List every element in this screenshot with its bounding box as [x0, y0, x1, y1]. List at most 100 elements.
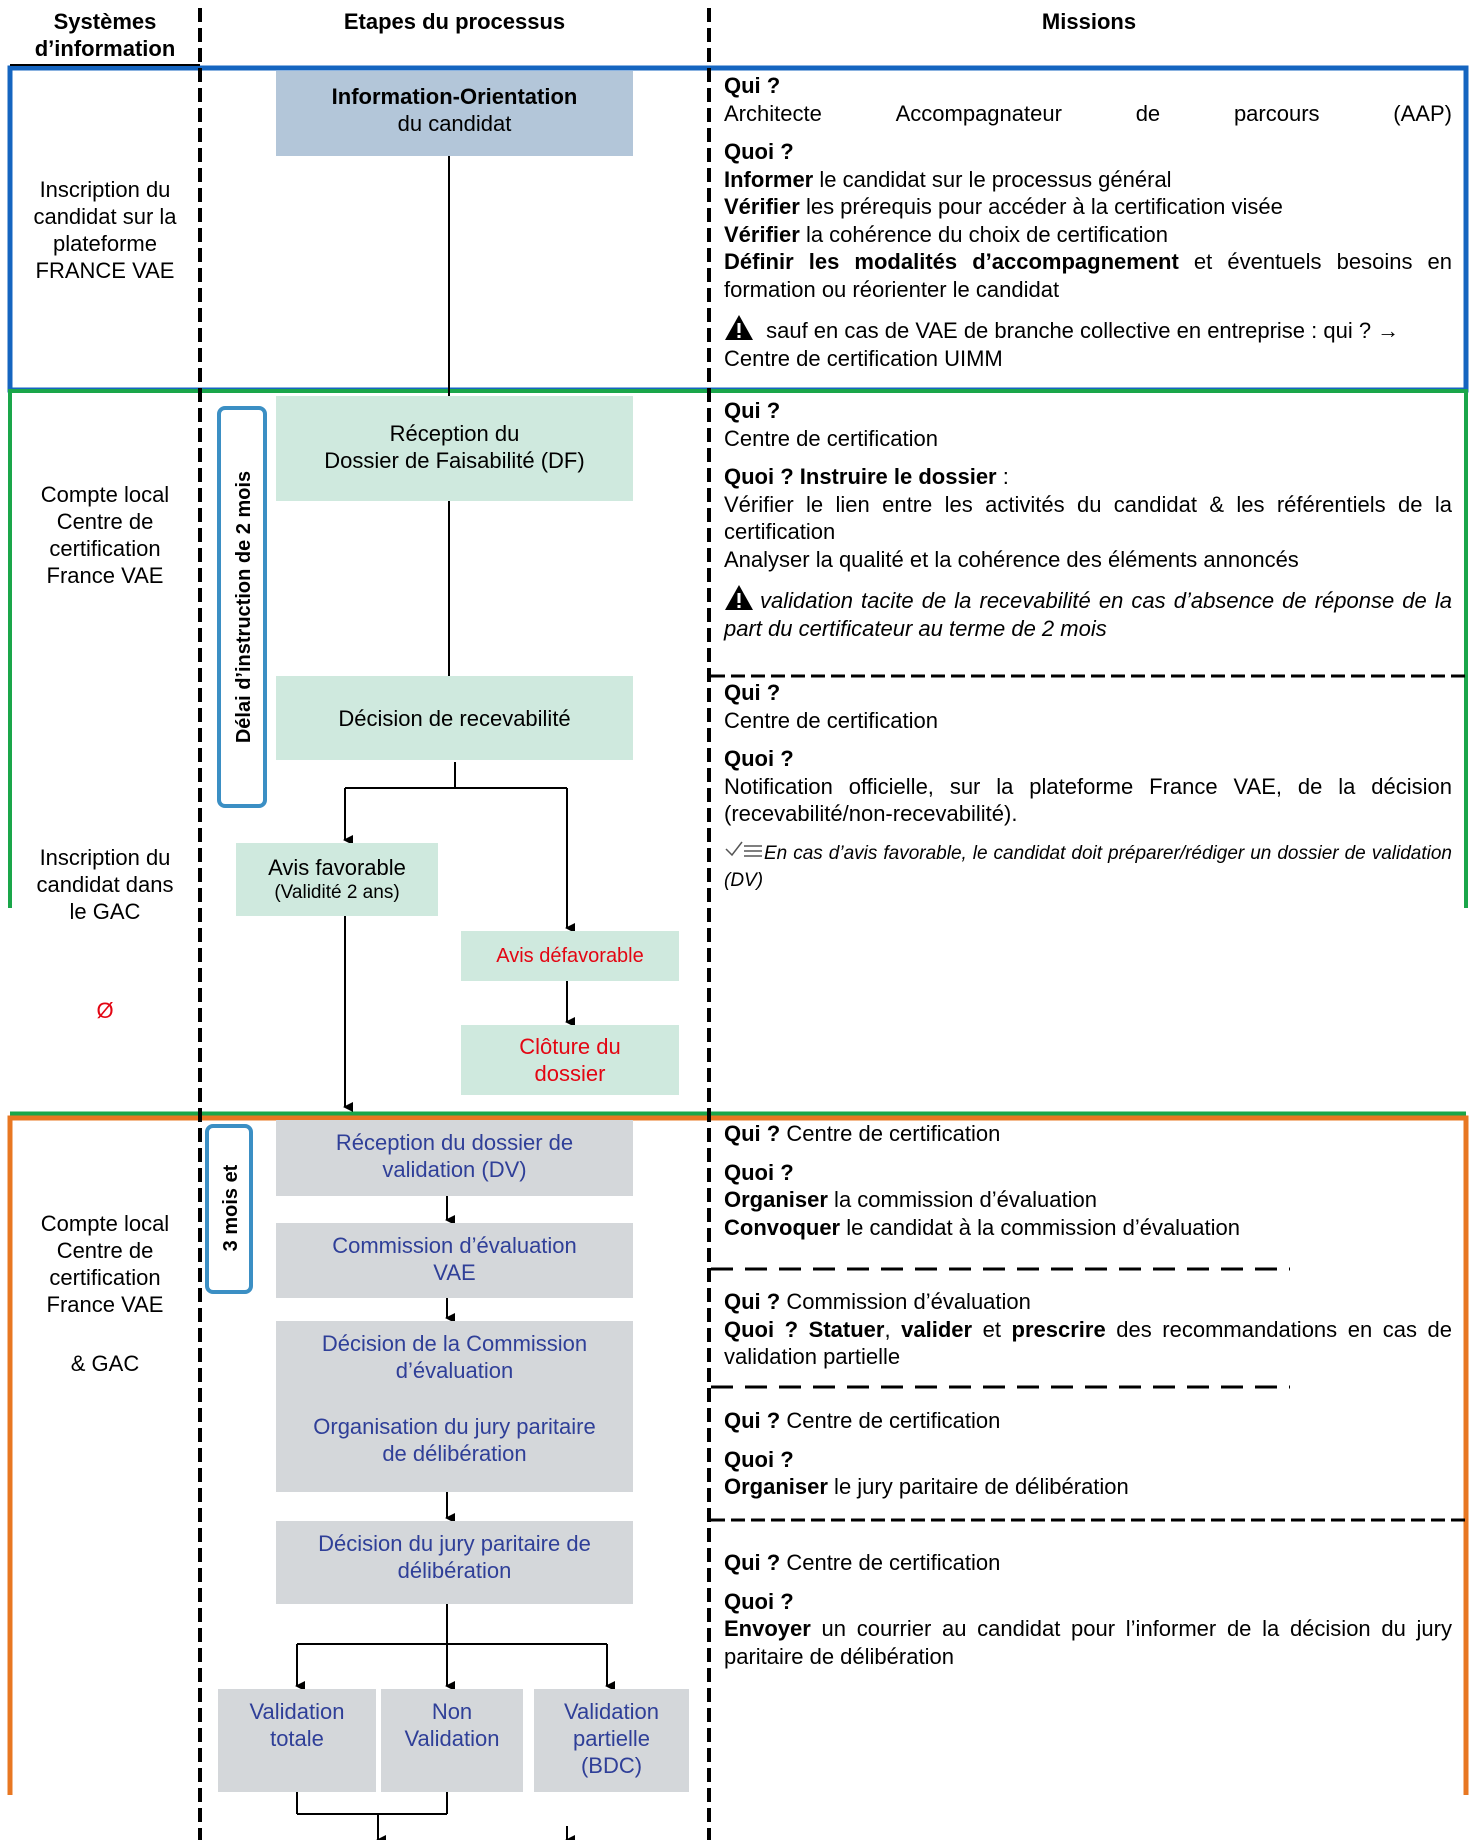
mission-line: Vérifier la cohérence du choix de certif…: [724, 221, 1452, 249]
mission-text: la commission d’évaluation: [827, 1187, 1097, 1212]
step-validation-partielle: Validation partielle (BDC): [534, 1689, 689, 1792]
mission-verb: Informer: [724, 166, 814, 192]
mission-instruction: Qui ? Centre de certification Quoi ? Ins…: [724, 397, 1452, 642]
step-organisation-jury: Organisation du jury paritaire de délibé…: [313, 1414, 596, 1466]
mission-note: En cas d’avis favorable, le candidat doi…: [724, 839, 1452, 894]
system-compte-local-gac: Compte local Centre de certification Fra…: [40, 1211, 170, 1317]
step-commission-evaluation: Commission d’évaluation VAE: [276, 1223, 633, 1298]
mission-text: le candidat à la commission d’évaluation: [840, 1214, 1241, 1240]
mission-quoi-label: Quoi ?: [724, 1159, 794, 1185]
delay-label-3-mois: 3 mois et: [220, 1164, 242, 1252]
mission-verb: Envoyer: [724, 1616, 811, 1641]
checklist-icon: [725, 841, 762, 857]
qui-word: de: [1135, 100, 1161, 126]
mission-quoi-label: Quoi ?: [724, 1588, 794, 1614]
mission-notification: Qui ? Centre de certification Quoi ? Not…: [724, 679, 1452, 894]
step-validation-totale: Validation totale: [218, 1689, 376, 1792]
mission-line: Vérifier les prérequis pour accéder à la…: [724, 193, 1452, 221]
mission-who: Commission d’évaluation: [780, 1289, 1031, 1314]
warning-icon: [725, 315, 753, 340]
mission-who: Centre de certification: [780, 1408, 1001, 1433]
step-avis-favorable: Avis favorable (Validité 2 ans): [236, 843, 438, 916]
mission-qui-aap: Architecte Accompagnateur de parcours (A…: [724, 100, 1452, 128]
mission-quoi-line: Quoi ? Instruire le dossier :: [724, 463, 1452, 491]
mission-who: Centre de certification: [780, 1121, 1001, 1146]
mission-qui-label: Qui ?: [724, 73, 781, 98]
mission-line: Organiser le jury paritaire de délibérat…: [724, 1473, 1452, 1501]
mission-text: un courrier au candidat pour l’informer …: [724, 1616, 1452, 1669]
step-decision-commission: Décision de la Commission d’évaluation: [321, 1331, 588, 1383]
mission-qui-label: Qui ?: [724, 398, 781, 423]
step-reception-df: Réception du Dossier de Faisabilité (DF): [276, 396, 633, 501]
mission-who: Centre de certification: [780, 1550, 1001, 1575]
mission-quoi-label: Quoi ?: [724, 746, 794, 771]
mission-text: ,: [884, 1316, 902, 1342]
mission-line: Envoyer un courrier au candidat pour l’i…: [724, 1615, 1452, 1670]
qui-word: parcours: [1233, 100, 1320, 126]
mission-text: :: [996, 464, 1009, 489]
step-information-orientation: Information-Orientation du candidat: [276, 71, 633, 156]
mission-warning-text: validation tacite de la recevabilité en …: [724, 588, 1452, 641]
mission-statuer: Qui ? Commission d’évaluation Quoi ? Sta…: [724, 1288, 1452, 1371]
section-border-recevabilite: [8, 389, 1468, 908]
header-systems: Systèmes d’information: [34, 9, 176, 61]
step-decision-organisation: Décision de la Commission d’évaluation O…: [276, 1321, 633, 1492]
mission-organiser-jury: Qui ? Centre de certification Quoi ? Org…: [724, 1407, 1452, 1501]
system-gac-suffix: & GAC: [70, 1351, 140, 1376]
system-inscription-gac: Inscription du candidat dans le GAC: [36, 845, 174, 924]
delay-label-2-mois: Délai d’instruction de 2 mois: [233, 470, 255, 744]
mission-line: Définir les modalités d’accompagnement e…: [724, 248, 1452, 303]
step-information-title: Information-Orientation: [331, 84, 578, 109]
mission-qui-label: Qui ?: [724, 1550, 781, 1575]
mission-qui-line: Qui ? Centre de certification: [724, 1120, 1452, 1148]
mission-text: les prérequis pour accéder à la certific…: [799, 194, 1283, 219]
mission-line: Convoquer le candidat à la commission d’…: [724, 1214, 1452, 1242]
mission-verb: valider: [901, 1316, 973, 1342]
mission-verb: Statuer: [808, 1316, 885, 1342]
step-cloture-dossier: Clôture du dossier: [461, 1025, 679, 1095]
step-avis-defavorable: Avis défavorable: [461, 931, 679, 981]
mission-who: Centre de certification: [724, 425, 938, 451]
mission-note-text: En cas d’avis favorable, le candidat doi…: [724, 842, 1452, 891]
section-border-validation: [7, 1115, 1469, 1795]
mission-verb: Vérifier: [724, 221, 800, 247]
mission-line: Quoi ? Statuer, valider et prescrire des…: [724, 1316, 1452, 1371]
mission-line: Analyser la qualité et la cohérence des …: [724, 546, 1299, 572]
mission-qui-label: Qui ?: [724, 1121, 781, 1146]
mission-line: Vérifier le lien entre les activités du …: [724, 491, 1452, 545]
mission-qui-line: Qui ? Centre de certification: [724, 1407, 1452, 1435]
mission-verb: Convoquer: [724, 1214, 841, 1240]
mission-text: le jury paritaire de délibération: [827, 1474, 1129, 1499]
header-missions: Missions: [1041, 9, 1137, 34]
step-information-sub: du candidat: [397, 111, 512, 136]
step-avis-favorable-validity: (Validité 2 ans): [274, 882, 400, 903]
mission-qui-label: Qui ?: [724, 1289, 781, 1314]
mission-warning: validation tacite de la recevabilité en …: [724, 584, 1452, 642]
mission-quoi-label: Quoi ?: [724, 1316, 809, 1342]
mission-text: le candidat sur le processus général: [813, 166, 1172, 192]
mission-envoyer-courrier: Qui ? Centre de certification Quoi ? Env…: [724, 1549, 1452, 1670]
mission-text: et éventuels besoins en formation ou réo…: [724, 249, 1452, 302]
step-decision-jury: Décision du jury paritaire de délibérati…: [276, 1521, 633, 1604]
step-non-validation: Non Validation: [381, 1689, 523, 1792]
system-compte-local: Compte local Centre de certification Fra…: [40, 482, 170, 588]
mission-quoi-label: Quoi ?: [724, 139, 794, 164]
mission-verb: Définir les modalités d’accompagnement: [724, 249, 1179, 274]
mission-text: des recommandations en cas de validation…: [724, 1316, 1452, 1370]
mission-quoi-label: Quoi ?: [724, 1446, 794, 1472]
mission-qui-line: Qui ? Commission d’évaluation: [724, 1288, 1452, 1316]
mission-who: Centre de certification: [724, 707, 938, 733]
step-avis-favorable-label: Avis favorable: [268, 855, 406, 880]
delay-bracket-3-mois: [205, 1124, 253, 1294]
step-decision-recevabilite: Décision de recevabilité: [276, 676, 633, 760]
system-inscription-plateforme: Inscription du candidat sur la plateform…: [33, 177, 177, 283]
mission-warning-text: sauf en cas de VAE de branche collective…: [724, 318, 1400, 371]
mission-quoi-label: Quoi ? Instruire le dossier: [724, 464, 997, 489]
delay-bracket-2-mois: [217, 406, 267, 808]
mission-verb: Organiser: [724, 1474, 828, 1499]
mission-information: Qui ? Architecte Accompagnateur de parco…: [724, 72, 1452, 372]
mission-commission: Qui ? Centre de certification Quoi ? Org…: [724, 1120, 1452, 1241]
mission-line: Notification officielle, sur la platefor…: [724, 773, 1452, 827]
mission-qui-label: Qui ?: [724, 680, 781, 705]
